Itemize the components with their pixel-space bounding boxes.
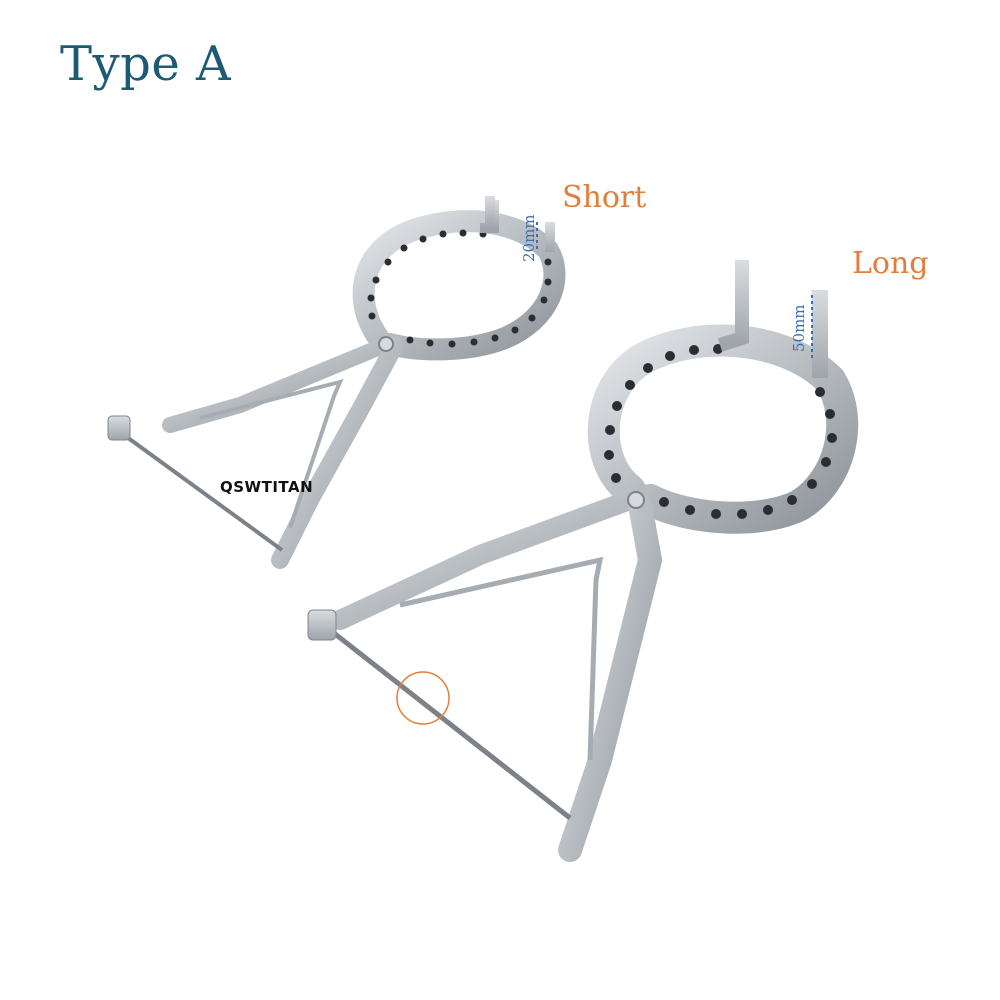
long-label: Long: [852, 246, 929, 281]
short-dimension: 20mm: [520, 214, 538, 262]
long-dimension: 50mm: [790, 304, 808, 352]
brand-text: QSWTITAN: [220, 478, 314, 496]
long-instrument: [307, 260, 859, 862]
short-label: Short: [562, 180, 647, 215]
brand-watermark: QSWTITAN: [220, 478, 313, 496]
page-title: Type A: [60, 36, 232, 92]
short-instrument: [107, 196, 566, 569]
